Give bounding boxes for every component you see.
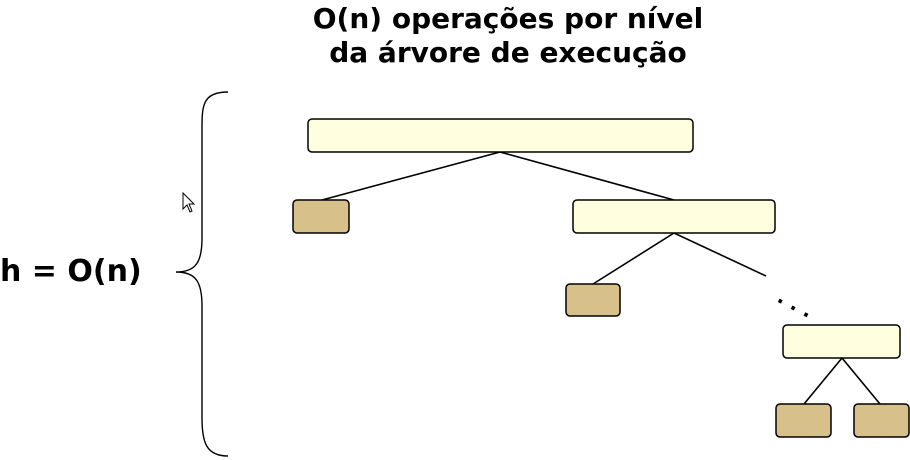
- diagram-title-line-1: O(n) operações por nível: [312, 2, 704, 35]
- tree-height-label: h = O(n): [0, 254, 142, 289]
- tree-node-bottom: [782, 324, 901, 359]
- tree-leaf-bottom-right: [853, 403, 910, 438]
- edge-level1-right: [673, 232, 767, 277]
- edge-bottom-left: [803, 357, 843, 405]
- tree-node-root: [307, 118, 694, 153]
- tree-leaf-level1: [292, 199, 350, 234]
- edge-root-left: [321, 151, 501, 201]
- tree-leaf-bottom-left: [775, 403, 832, 438]
- edge-root-right: [499, 151, 675, 201]
- edge-level1-left: [592, 232, 675, 285]
- height-brace: [175, 91, 229, 457]
- ellipsis-more-levels: . . .: [774, 284, 818, 322]
- mouse-cursor-icon: [182, 191, 196, 213]
- tree-leaf-level2: [565, 283, 621, 317]
- edge-bottom-right: [841, 357, 881, 405]
- diagram-title-line-2: da árvore de execução: [329, 36, 687, 69]
- tree-node-level1: [572, 199, 776, 234]
